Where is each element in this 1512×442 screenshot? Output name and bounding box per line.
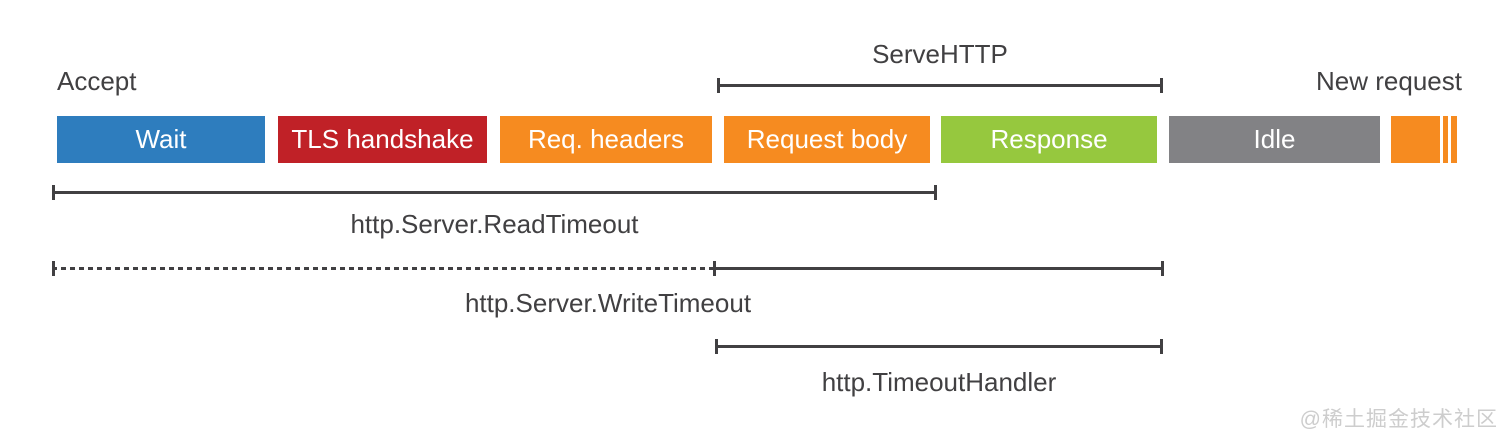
bracket-tick-right (1160, 339, 1163, 354)
bracket-tick-left (717, 78, 720, 93)
segment-req-headers: Req. headers (500, 116, 712, 163)
bracket-tick-left (52, 185, 55, 200)
read-timeout-bracket (52, 185, 937, 200)
bracket-tick-right (934, 185, 937, 200)
write-timeout-dashed-line (52, 267, 715, 270)
write-timeout-solid-line (715, 267, 1164, 270)
bracket-tick-left (52, 261, 55, 276)
truncation-stripe (1451, 116, 1457, 163)
segment-label: Req. headers (527, 124, 685, 154)
bracket-tick-right (1160, 78, 1163, 93)
bracket-tick-left (715, 339, 718, 354)
segment-wait: Wait (57, 116, 265, 163)
watermark: @稀土掘金技术社区 (1299, 408, 1498, 431)
segment-label: Response (990, 124, 1108, 154)
timeout-handler-bracket (715, 339, 1163, 354)
segment-label: Idle (1253, 124, 1296, 154)
write-timeout-bracket (52, 261, 1164, 276)
accept-label: Accept (57, 66, 137, 96)
segment-tls-handshake: TLS handshake (278, 116, 487, 163)
segment-idle: Idle (1169, 116, 1380, 163)
segment-response: Response (941, 116, 1157, 163)
servehttp-label: ServeHTTP (872, 39, 1008, 69)
bracket-tick-right (1161, 261, 1164, 276)
write-timeout-label: http.Server.WriteTimeout (464, 288, 752, 318)
segment-next-request-truncated (1391, 116, 1440, 163)
segment-label: Request body (746, 124, 908, 154)
new-request-label: New request (1316, 66, 1462, 96)
bracket-tick-middle (713, 261, 716, 276)
read-timeout-label: http.Server.ReadTimeout (350, 209, 639, 239)
servehttp-bracket (717, 78, 1163, 93)
truncation-stripe (1443, 116, 1448, 163)
timeout-handler-label: http.TimeoutHandler (821, 367, 1057, 397)
segment-request-body: Request body (724, 116, 930, 163)
segment-label: Wait (135, 124, 187, 154)
segment-label: TLS handshake (291, 124, 474, 154)
